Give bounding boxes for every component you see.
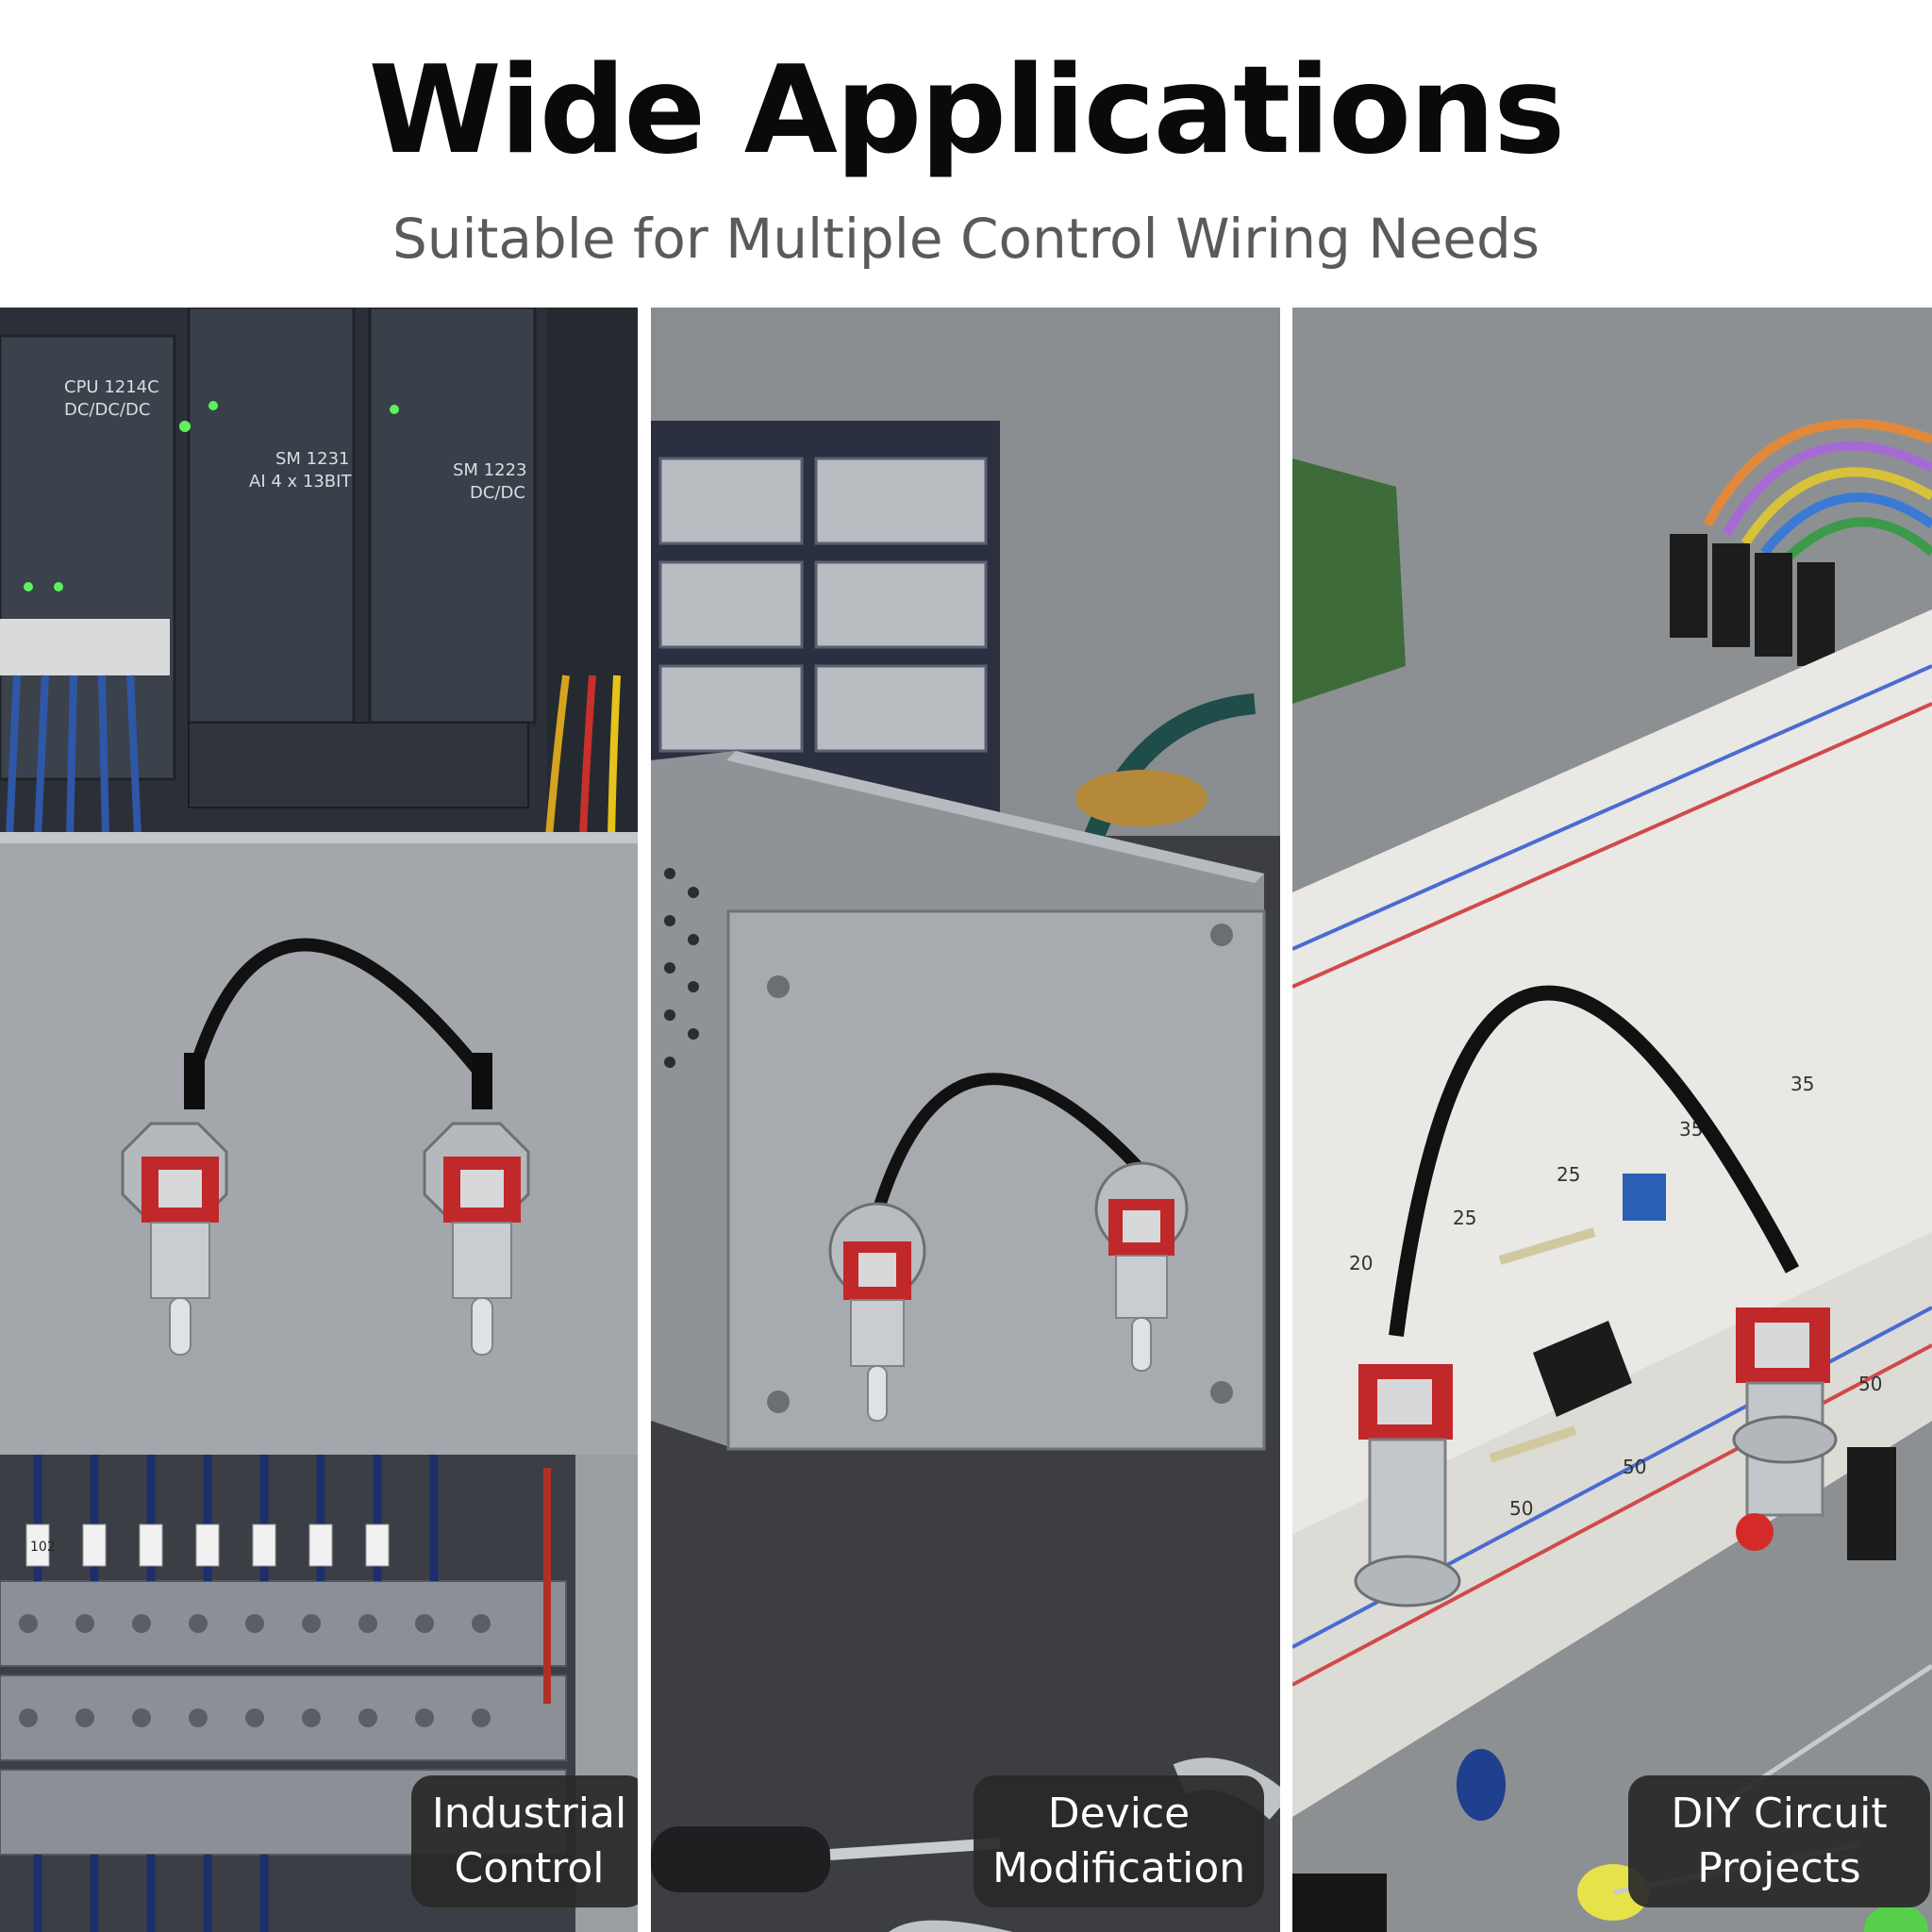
industrial-control-illustration: CPU 1214C DC/DC/DC SM 1231 AI 4 x 13BIT …: [0, 308, 638, 1932]
board-number: 50: [1623, 1456, 1646, 1478]
wire-tag-label: 102: [30, 1540, 56, 1555]
diy-circuit-illustration: 20 25 25 35 35 50 50 50 50: [1292, 308, 1932, 1932]
plc-cpu-label-2: DC/DC/DC: [64, 400, 150, 420]
plc-sm2-label-1: SM 1223: [453, 460, 527, 480]
plc-sm2-label-2: DC/DC: [470, 483, 525, 503]
plc-sm1-label-1: SM 1231: [275, 449, 350, 469]
diy-circuit-photo: 20 25 25 35 35 50 50 50 50: [1292, 308, 1932, 1932]
page-title: Wide Applications: [368, 41, 1566, 181]
industrial-control-photo: CPU 1214C DC/DC/DC SM 1231 AI 4 x 13BIT …: [0, 308, 638, 1932]
caption-line: Projects: [1697, 1844, 1861, 1892]
caption-line: DIY Circuit: [1671, 1790, 1888, 1838]
board-number: 25: [1453, 1207, 1476, 1229]
board-number: 20: [1349, 1252, 1373, 1274]
page-subtitle: Suitable for Multiple Control Wiring Nee…: [391, 207, 1541, 271]
caption-line: Control: [454, 1844, 605, 1892]
caption-industrial-control: Industrial Control: [411, 1775, 638, 1907]
plc-cpu-label-1: CPU 1214C: [64, 377, 159, 397]
board-number: 50: [1509, 1497, 1533, 1520]
board-number: 50: [1858, 1373, 1882, 1395]
device-modification-illustration: [651, 308, 1280, 1932]
board-number: 25: [1557, 1163, 1580, 1186]
device-modification-photo: Device Modification: [651, 308, 1280, 1932]
caption-line: Industrial: [431, 1790, 627, 1838]
board-number: 35: [1790, 1073, 1814, 1095]
caption-diy-circuit-projects: DIY Circuit Projects: [1628, 1775, 1930, 1907]
plc-sm1-label-2: AI 4 x 13BIT: [249, 472, 352, 491]
caption-line: Device: [1047, 1790, 1191, 1838]
caption-line: Modification: [992, 1844, 1246, 1892]
caption-device-modification: Device Modification: [974, 1775, 1264, 1907]
